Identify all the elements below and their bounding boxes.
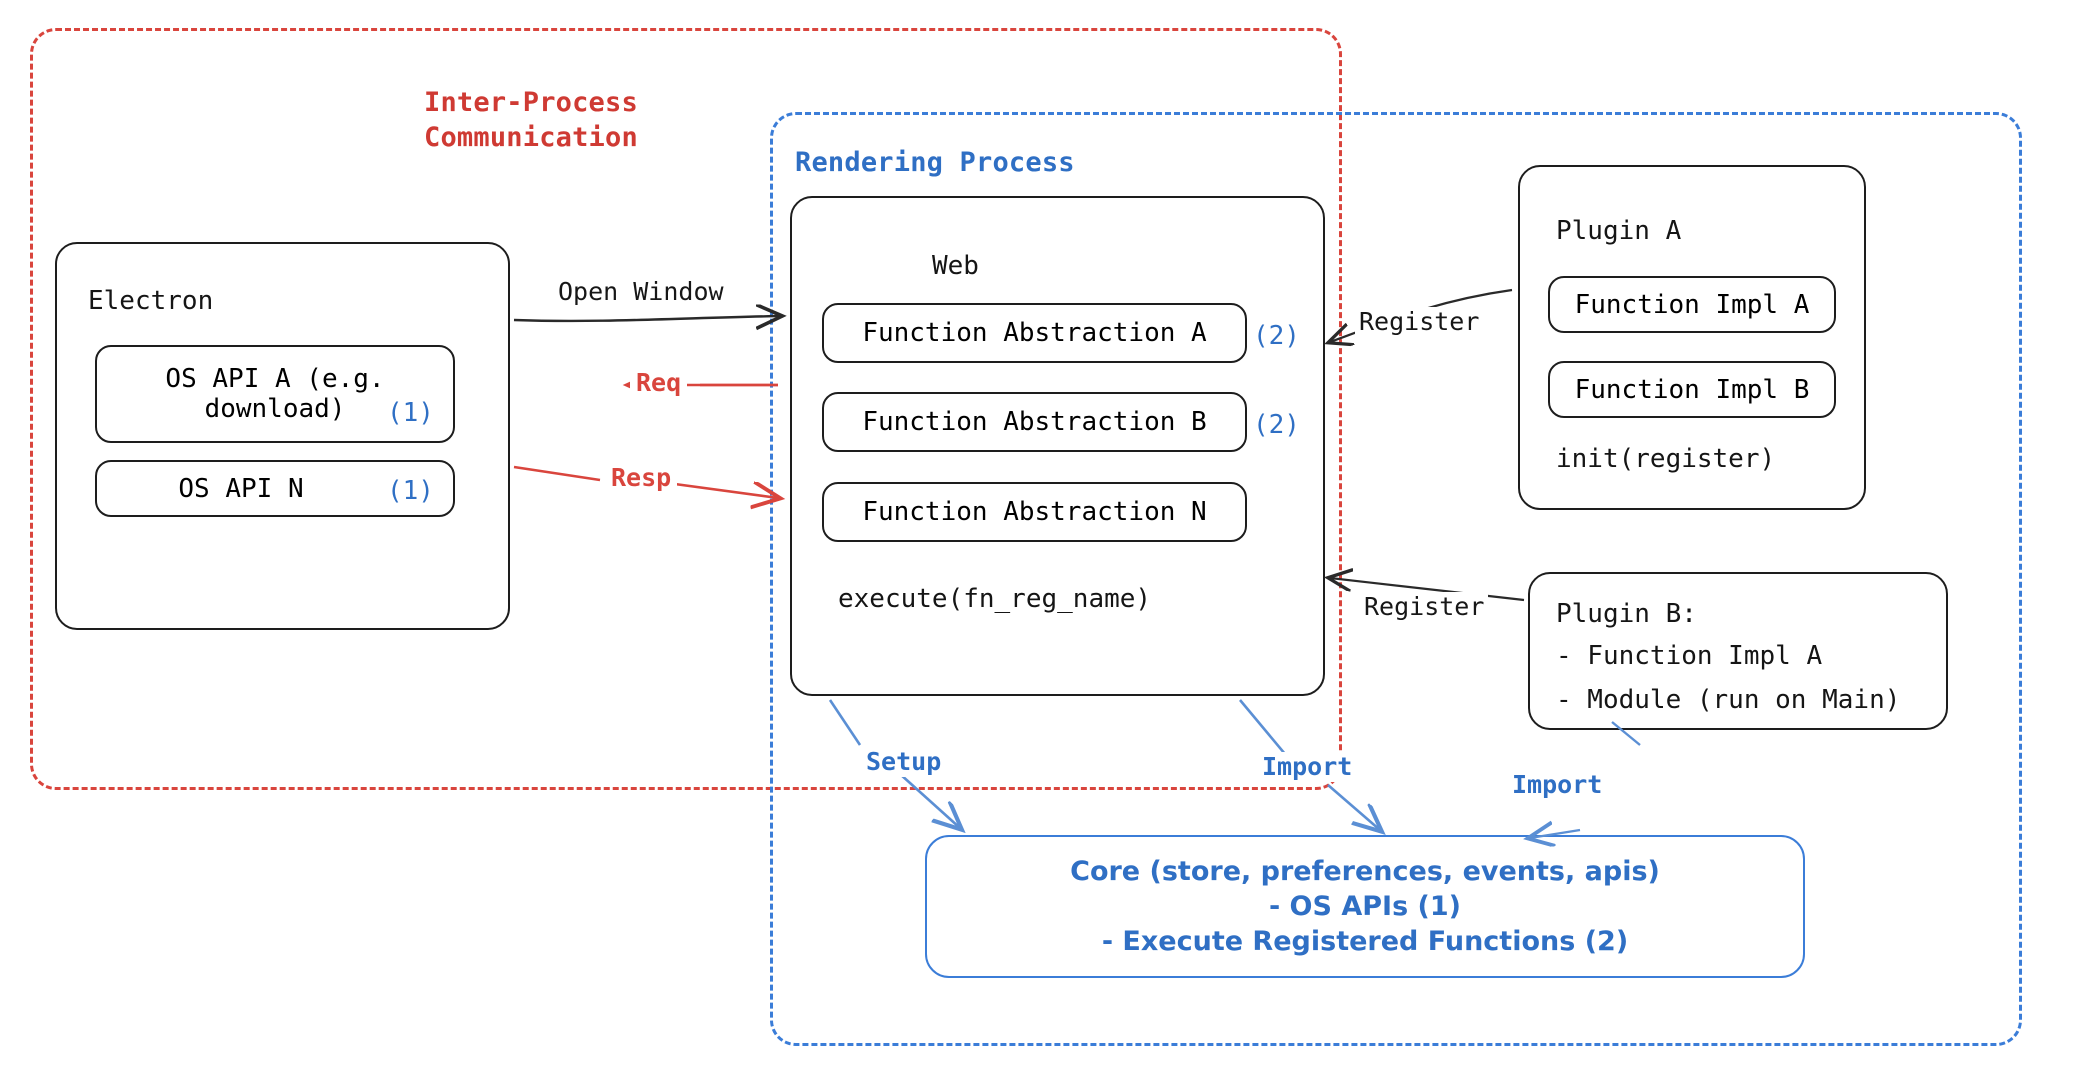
plugin-a-function-impl-a-label: Function Impl A xyxy=(1574,289,1810,320)
plugin-a-box xyxy=(1518,165,1866,510)
plugin-a-title: Plugin A xyxy=(1556,216,1682,246)
plugin-b-item-0: - Function Impl A xyxy=(1556,641,1823,671)
function-abstraction-b-label: Function Abstraction B xyxy=(862,407,1207,437)
os-api-n-marker: (1) xyxy=(387,476,434,506)
arrow-label-register-top: Register xyxy=(1355,307,1484,337)
region-inter-process-communication xyxy=(30,28,1342,790)
os-api-n-box: OS API N xyxy=(95,460,455,517)
plugin-a-function-impl-b-box: Function Impl B xyxy=(1548,361,1836,418)
electron-title: Electron xyxy=(88,286,214,316)
plugin-a-function-impl-a-box: Function Impl A xyxy=(1548,276,1836,333)
function-abstraction-n-label: Function Abstraction N xyxy=(862,497,1207,527)
function-abstraction-a-marker: (2) xyxy=(1253,321,1300,351)
function-abstraction-a-box: Function Abstraction A xyxy=(822,303,1247,363)
region-rendering-process xyxy=(770,112,2022,1046)
region-ipc-label: Inter-Process Communication xyxy=(424,87,638,153)
os-api-a-label: OS API A (e.g. download) xyxy=(165,364,385,424)
core-line-1: - OS APIs (1) xyxy=(1268,890,1462,922)
arrow-label-resp: Resp xyxy=(605,463,678,493)
core-line-0: Core (store, preferences, events, apis) xyxy=(1070,855,1660,887)
plugin-b-title: Plugin B: xyxy=(1556,599,1697,629)
os-api-a-box: OS API A (e.g. download) xyxy=(95,345,455,443)
arrow-label-setup: Setup xyxy=(862,747,946,777)
arrow-label-req: Req xyxy=(630,368,688,398)
function-abstraction-a-label: Function Abstraction A xyxy=(862,318,1207,348)
web-execute-label: execute(fn_reg_name) xyxy=(838,584,1152,614)
arrow-label-import-center: Import xyxy=(1258,752,1357,782)
plugin-a-function-impl-b-label: Function Impl B xyxy=(1574,374,1810,405)
function-abstraction-b-marker: (2) xyxy=(1253,410,1300,440)
core-box: Core (store, preferences, events, apis) … xyxy=(925,835,1805,978)
arrow-label-register-bottom: Register xyxy=(1360,592,1489,622)
web-title: Web xyxy=(932,251,979,281)
plugin-b-item-1: - Module (run on Main) xyxy=(1556,685,1901,715)
os-api-a-marker: (1) xyxy=(387,398,434,428)
os-api-n-label: OS API N xyxy=(178,473,304,504)
region-rendering-label: Rendering Process xyxy=(795,147,1075,178)
plugin-a-init-label: init(register) xyxy=(1556,444,1776,474)
core-line-2: - Execute Registered Functions (2) xyxy=(1101,926,1629,958)
plugin-b-box xyxy=(1528,572,1948,730)
arrow-label-import-right: Import xyxy=(1508,770,1607,800)
function-abstraction-b-box: Function Abstraction B xyxy=(822,392,1247,452)
function-abstraction-n-box: Function Abstraction N xyxy=(822,482,1247,542)
arrow-label-open-window: Open Window xyxy=(558,277,724,306)
